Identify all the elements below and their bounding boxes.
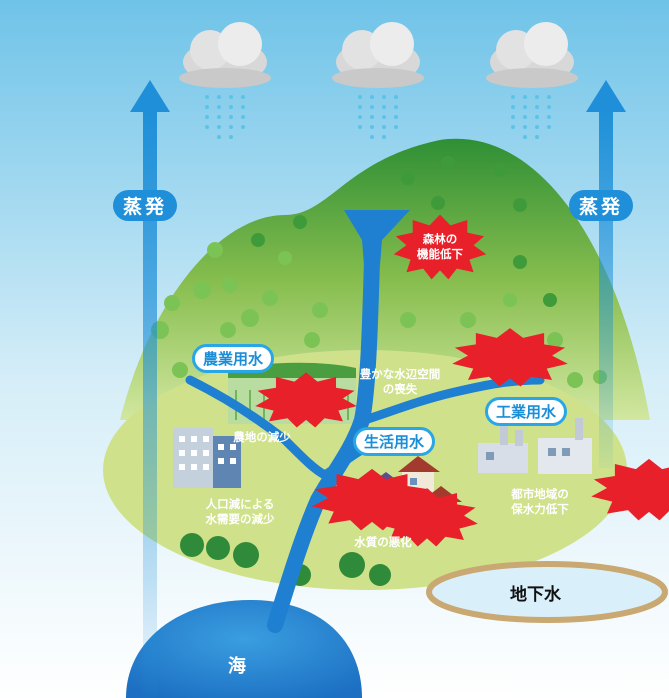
office-buildings-icon	[173, 428, 241, 488]
groundwater-pool	[426, 561, 668, 623]
issue-bursts	[255, 214, 669, 547]
cloud-right-icon	[486, 22, 578, 88]
rain-drops	[205, 95, 551, 139]
domestic-water-label: 生活用水	[353, 427, 436, 456]
agricultural-water-label: 農業用水	[192, 344, 275, 373]
issue-forest: 森林の 機能低下	[417, 232, 463, 261]
issue-population: 人口減による 水需要の減少	[205, 497, 275, 526]
groundwater-label: 地下水	[510, 585, 561, 605]
factory-icon	[478, 418, 592, 474]
evaporation-label-right: 蒸発	[569, 190, 634, 221]
cloud-left-icon	[179, 22, 271, 88]
issue-urban: 都市地域の 保水力低下	[511, 487, 569, 516]
river-source	[344, 210, 410, 265]
forest-trees	[151, 156, 607, 586]
issue-farmland: 農地の減少	[233, 430, 291, 444]
burst-forest	[393, 214, 487, 280]
evaporation-arrow-left	[130, 80, 170, 698]
issue-waterside: 豊かな水辺空間 の喪失	[359, 367, 441, 396]
issue-water-quality: 水質の悪化	[354, 535, 412, 549]
sea-label: 海	[228, 656, 246, 677]
evaporation-label-left: 蒸発	[113, 190, 178, 221]
industrial-water-label: 工業用水	[485, 397, 568, 426]
sea	[126, 600, 362, 698]
cloud-center-icon	[332, 22, 424, 88]
